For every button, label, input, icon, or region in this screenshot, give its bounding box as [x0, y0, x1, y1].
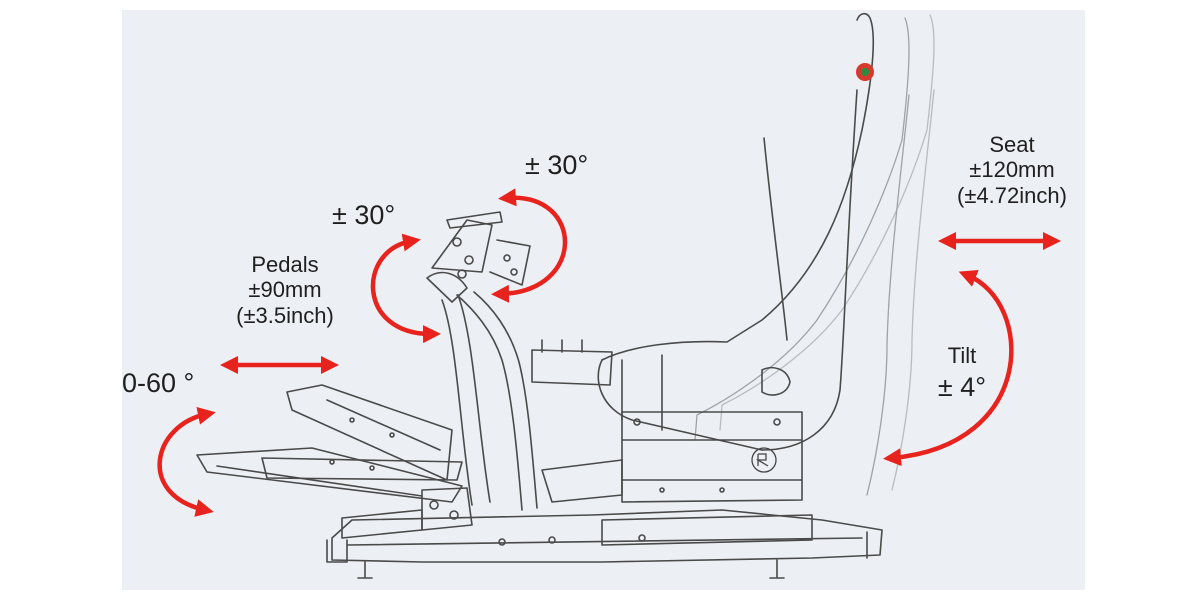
tilt-title: Tilt [947, 343, 977, 368]
pedal-tilt-label: 0-60 ° [122, 368, 195, 398]
seat-rig-diagram [157, 12, 1061, 579]
headrest-logo-icon [856, 63, 874, 81]
wheel-tilt-arrow [370, 233, 441, 344]
seat-slider [541, 411, 813, 546]
seat-tilt-arrow [883, 270, 1014, 467]
pedals-adjust-label: Pedals ±90mm (±3.5inch) [210, 252, 360, 328]
seat [531, 12, 875, 451]
rs-logo-icon [751, 447, 777, 473]
pedal-plates [196, 384, 473, 539]
seat-mm: ±120mm [969, 157, 1055, 183]
seat-inch: (±4.72inch) [957, 182, 1067, 208]
diagram-panel: 0-60 ° Pedals ±90mm (±3.5inch) ± 30° ± 3… [122, 10, 1085, 590]
tilt-adjust-label: Tilt ± 4° [922, 343, 1002, 403]
pedals-mm: ±90mm [248, 277, 322, 303]
seat-adjust-label: Seat ±120mm (±4.72inch) [942, 132, 1082, 208]
wheel-rotate-arrow [491, 188, 568, 303]
pedals-inch: (±3.5inch) [236, 302, 334, 328]
pedals-title: Pedals [251, 252, 319, 277]
wheel-tilt-label: ± 30° [332, 200, 396, 230]
base-frame [326, 509, 883, 579]
pedal-tilt-arrow [157, 406, 216, 517]
wheel-rotate-label: ± 30° [525, 150, 589, 180]
tilt-angle: ± 4° [937, 372, 987, 403]
wheel-column [426, 211, 538, 511]
seat-title: Seat [989, 132, 1035, 157]
seat-ghost-2 [719, 14, 935, 491]
